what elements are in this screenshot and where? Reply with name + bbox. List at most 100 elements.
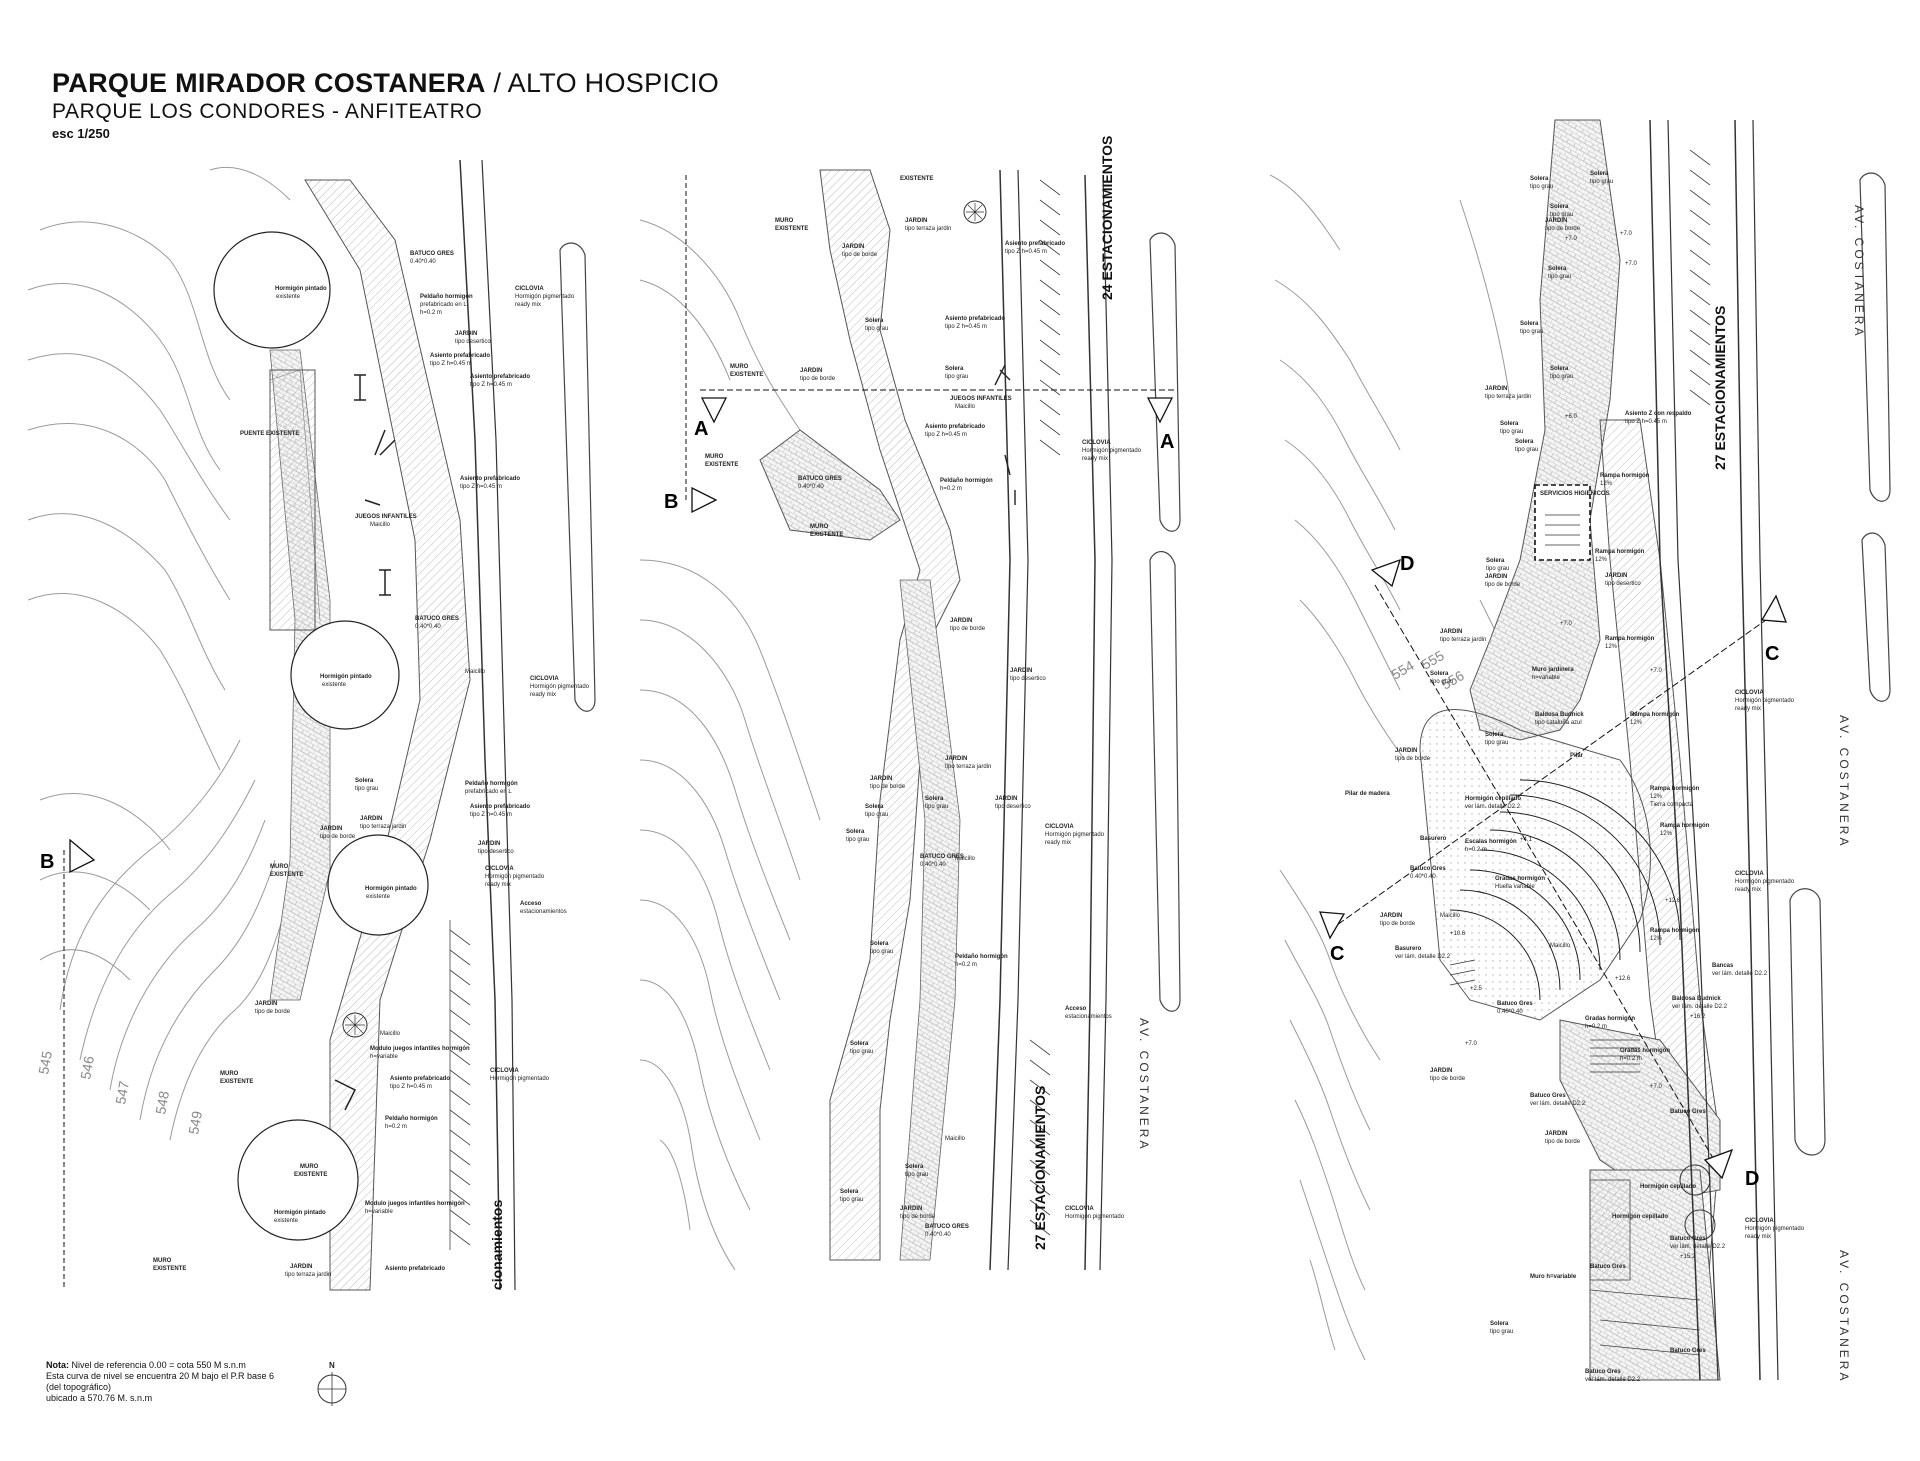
- label-ver-lam: ver lám. detalle D2.2: [1465, 804, 1521, 810]
- label-existente-caps: EXISTENTE: [705, 462, 738, 468]
- label-estacionamientos: estacionamientos: [1065, 1014, 1112, 1020]
- label-escalas: Escalas hormigón: [1465, 839, 1517, 845]
- label-tipo-grau: tipo grau: [850, 1049, 873, 1055]
- label-tipo-cataluna: tipo cataluña azul: [1535, 720, 1582, 726]
- label-hormigon-pig: Hormigón pigmentado: [1735, 698, 1795, 704]
- label-tipo-grau: tipo grau: [1550, 374, 1573, 380]
- restrooms: [1534, 484, 1591, 561]
- label-existente-caps: EXISTENTE: [730, 372, 763, 378]
- label-jardin: JARDIN: [1010, 668, 1032, 674]
- label-tipo-grau: tipo grau: [1490, 1329, 1513, 1335]
- label-existente-caps: EXISTENTE: [294, 1172, 327, 1178]
- label-gradas: Gradas hormigón: [1495, 876, 1545, 882]
- label-h02: h=0.2 m: [955, 962, 977, 968]
- label-h02: h=0.2 m: [1620, 1056, 1642, 1062]
- section-a-marker: A: [694, 418, 708, 440]
- drawing-scale: esc 1/250: [52, 126, 110, 141]
- label-ciclovia: CICLOVIA: [1745, 1218, 1774, 1224]
- note-line4: ubicado a 570.76 M. s.n.m: [46, 1393, 153, 1403]
- label-jardin: JARDIN: [1605, 573, 1627, 579]
- svg-text:554: 554: [1389, 657, 1417, 683]
- label-level: +15.2: [1680, 1254, 1696, 1260]
- label-muro: MURO: [270, 864, 289, 870]
- label-solera: Solera: [1500, 421, 1519, 427]
- label-ready-mix: ready mix: [485, 882, 511, 888]
- viewpoint-circle: [237, 1119, 359, 1241]
- north-arrow: N: [317, 1361, 347, 1406]
- label-tipo-terraza: tipo terraza jardin: [945, 764, 991, 770]
- label-solera: Solera: [1515, 439, 1534, 445]
- label-jardin: JARDIN: [1440, 629, 1462, 635]
- label-tipo-grau: tipo grau: [1430, 679, 1453, 685]
- label-jardin: JARDIN: [1545, 218, 1567, 224]
- label-h-variable: h=variable: [370, 1054, 399, 1060]
- contours-panel-1: [27, 166, 291, 1141]
- label-hormigon-cepillado: Hormigón cepillado: [1640, 1184, 1696, 1190]
- label-batuco-dim: 0.40*0.40: [798, 484, 824, 490]
- label-muro: MURO: [220, 1071, 239, 1077]
- note-line1: Nivel de referencia 0.00 = cota 550 M s.…: [71, 1360, 246, 1370]
- label-solera: Solera: [846, 829, 865, 835]
- label-pilar: Pilar: [1570, 753, 1584, 759]
- label-tipo-terraza: tipo terraza jardin: [1485, 394, 1531, 400]
- label-tipo-borde: tipo de borde: [1395, 756, 1431, 762]
- label-jardin: JARDIN: [950, 618, 972, 624]
- labels-panel-2: EXISTENTE MURO EXISTENTE JARDIN tipo de …: [705, 176, 1142, 1238]
- label-tipo-borde: tipo de borde: [255, 1009, 291, 1015]
- label-rampa: Rampa hormigón: [1660, 823, 1710, 829]
- section-c-marker: C: [1765, 643, 1779, 665]
- label-tierra: Tierra compacta: [1650, 802, 1694, 808]
- label-jardin: JARDIN: [320, 826, 342, 832]
- label-ciclovia: CICLOVIA: [1735, 690, 1764, 696]
- label-tipo-borde: tipo de borde: [870, 784, 906, 790]
- label-ciclovia: CICLOVIA: [530, 676, 559, 682]
- label-ciclovia: CICLOVIA: [1735, 871, 1764, 877]
- label-tipo-borde: tipo de borde: [950, 626, 986, 632]
- label-tipo-z: tipo Z h=0.45 m: [470, 812, 512, 818]
- label-tipo-z: tipo Z h=0.45 m: [470, 382, 512, 388]
- label-ver-lam: ver lám. detalle D2.2: [1672, 1004, 1728, 1010]
- label-hormigon-pig: Hormigón pigmentado: [530, 684, 590, 690]
- label-solera: Solera: [1485, 732, 1504, 738]
- contours-panel-3: [1269, 174, 1541, 1361]
- label-tipo-borde: tipo de borde: [1545, 226, 1581, 232]
- label-jardin: JARDIN: [1395, 748, 1417, 754]
- section-b-marker: B: [664, 491, 678, 513]
- label-hormigon-pig: Hormigón pigmentado: [1735, 879, 1795, 885]
- parking-stalls-panel-3: [1689, 149, 1711, 406]
- label-existente-caps: EXISTENTE: [900, 176, 933, 182]
- label-asiento: Asiento prefabricado: [385, 1266, 445, 1272]
- label-h02: h=0.2 m: [385, 1124, 407, 1130]
- label-batuco-gres: Batuco Gres: [1670, 1236, 1706, 1242]
- label-modulo: Modulo juegos infantiles hormigón: [370, 1046, 470, 1052]
- label-tipo-z: tipo Z h=0.45 m: [460, 484, 502, 490]
- label-jardin: JARDIN: [455, 331, 477, 337]
- label-jardin: JARDIN: [1545, 1131, 1567, 1137]
- label-tipo-desertico: tipo desertico: [995, 804, 1031, 810]
- label-tipo-borde: tipo de borde: [1380, 921, 1416, 927]
- label-jardin: JARDIN: [1485, 574, 1507, 580]
- title-separator: /: [493, 68, 502, 98]
- label-hormigon-pig: Hormigón pigmentado: [1082, 448, 1142, 454]
- label-gradas: Gradas hormigón: [1620, 1048, 1670, 1054]
- play-equipment: [994, 364, 1016, 505]
- label-muro: MURO: [810, 524, 829, 530]
- section-a-marker: A: [1160, 431, 1174, 453]
- section-d-marker: D: [1745, 1168, 1759, 1190]
- label-asiento: Asiento prefabricado: [470, 804, 530, 810]
- viewpoint-circle: [213, 231, 331, 349]
- label-h02: h=0.2 m: [1465, 847, 1487, 853]
- label-batuco-dim: 0.40*0.40: [920, 862, 946, 868]
- label-tipo-z: tipo Z h=0.45 m: [945, 324, 987, 330]
- label-jardin: JARDIN: [905, 218, 927, 224]
- label-tipo-borde: tipo de borde: [800, 376, 836, 382]
- label-solera: Solera: [850, 1041, 869, 1047]
- label-rampa: Rampa hormigón: [1600, 473, 1650, 479]
- label-h-variable: h=variable: [1532, 675, 1561, 681]
- contours-panel-2: [639, 219, 821, 1271]
- label-solera: Solera: [1486, 558, 1505, 564]
- label-rampa: Rampa hormigón: [1630, 712, 1680, 718]
- label-tipo-borde: tipo de borde: [1545, 1139, 1581, 1145]
- label-jardin: JARDIN: [255, 1001, 277, 1007]
